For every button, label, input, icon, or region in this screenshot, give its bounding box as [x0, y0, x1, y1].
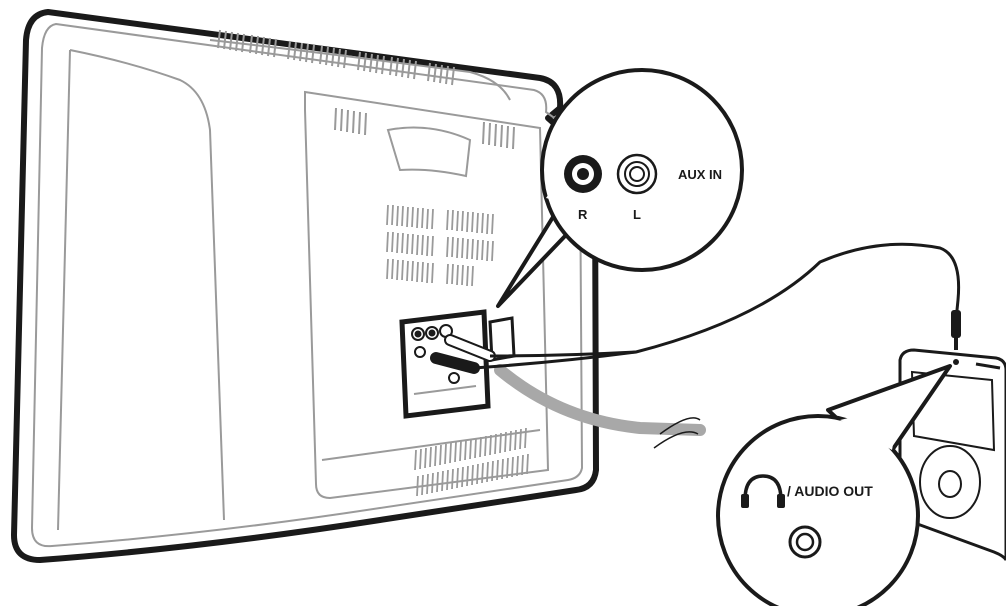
- power-cable: [494, 364, 706, 436]
- main-unit-inner-outline: [30, 22, 584, 548]
- bottom-vents: [414, 427, 529, 497]
- audio-out-callout: / AUDIO OUT: [716, 364, 952, 606]
- rear-panel: [304, 90, 550, 500]
- audio-out-jack: [788, 525, 822, 559]
- aux-in-callout: AUX IN R L: [496, 68, 744, 308]
- player-click-wheel: [919, 445, 981, 519]
- aux-in-right-jack: [564, 155, 602, 193]
- connector-panel: [399, 309, 491, 419]
- main-unit: [11, 9, 599, 563]
- middle-vents: [386, 204, 494, 287]
- headphones-icon: [741, 474, 785, 508]
- main-unit-side-panel: [69, 49, 225, 521]
- rca-plugs: [430, 334, 496, 374]
- cables: [430, 242, 961, 449]
- handle-recess: [386, 126, 472, 178]
- aux-in-left-label: L: [633, 207, 641, 222]
- top-vents: [209, 29, 511, 101]
- aux-in-right-label: R: [578, 207, 588, 222]
- audio-out-label: / AUDIO OUT: [787, 483, 873, 499]
- aux-in-label: AUX IN: [678, 167, 722, 182]
- aux-in-left-jack: [616, 153, 658, 195]
- audio-out-magnifier: [716, 414, 920, 606]
- audio-cable: [473, 242, 961, 370]
- panel-jacks: [411, 324, 460, 384]
